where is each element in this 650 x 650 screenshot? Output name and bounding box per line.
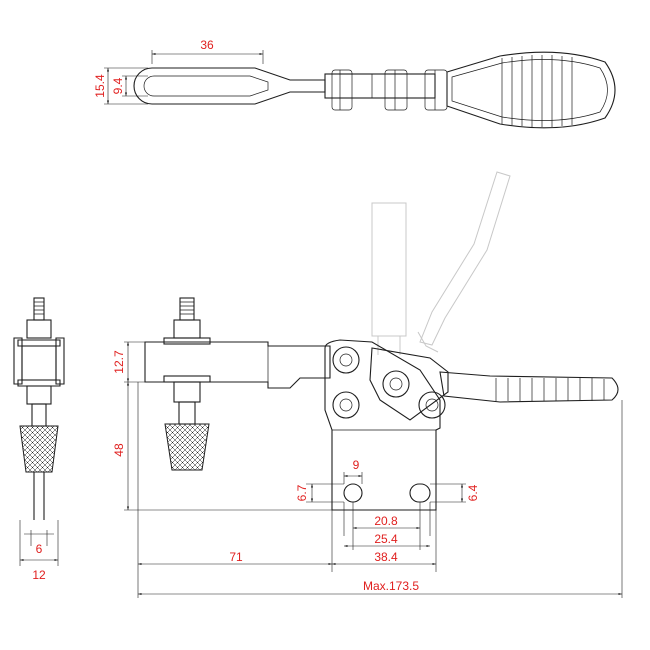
dim-spindle-reach: 71 bbox=[229, 550, 243, 564]
dim-spindle-width: 12 bbox=[32, 568, 46, 582]
dim-inner-height: 9.4 bbox=[111, 77, 125, 94]
dim-slot-width: 6.4 bbox=[466, 484, 480, 501]
dim-arm-height: 12.7 bbox=[112, 350, 126, 374]
open-position-outline bbox=[371, 171, 511, 355]
dim-max-length: Max.173.5 bbox=[363, 579, 419, 593]
dim-mount-height: 48 bbox=[112, 443, 126, 457]
dim-hole-spacing-outer: 25.4 bbox=[374, 532, 398, 546]
dim-handle-length: 36 bbox=[200, 38, 214, 52]
dim-hole-spacing-inner: 20.8 bbox=[374, 514, 398, 528]
top-view: 36 15.4 9.4 bbox=[93, 38, 616, 129]
dim-outer-height: 15.4 bbox=[93, 74, 107, 98]
dim-slot-height: 6.7 bbox=[295, 484, 309, 501]
end-view: 6 12 bbox=[13, 297, 65, 582]
dim-slot-spacing-top: 9 bbox=[353, 458, 360, 472]
side-view: 12.7 48 9 6.7 6.4 20.8 25.4 38.4 bbox=[112, 297, 623, 598]
dim-base-length: 38.4 bbox=[374, 550, 398, 564]
dim-bolt-diameter: 6 bbox=[36, 542, 43, 556]
